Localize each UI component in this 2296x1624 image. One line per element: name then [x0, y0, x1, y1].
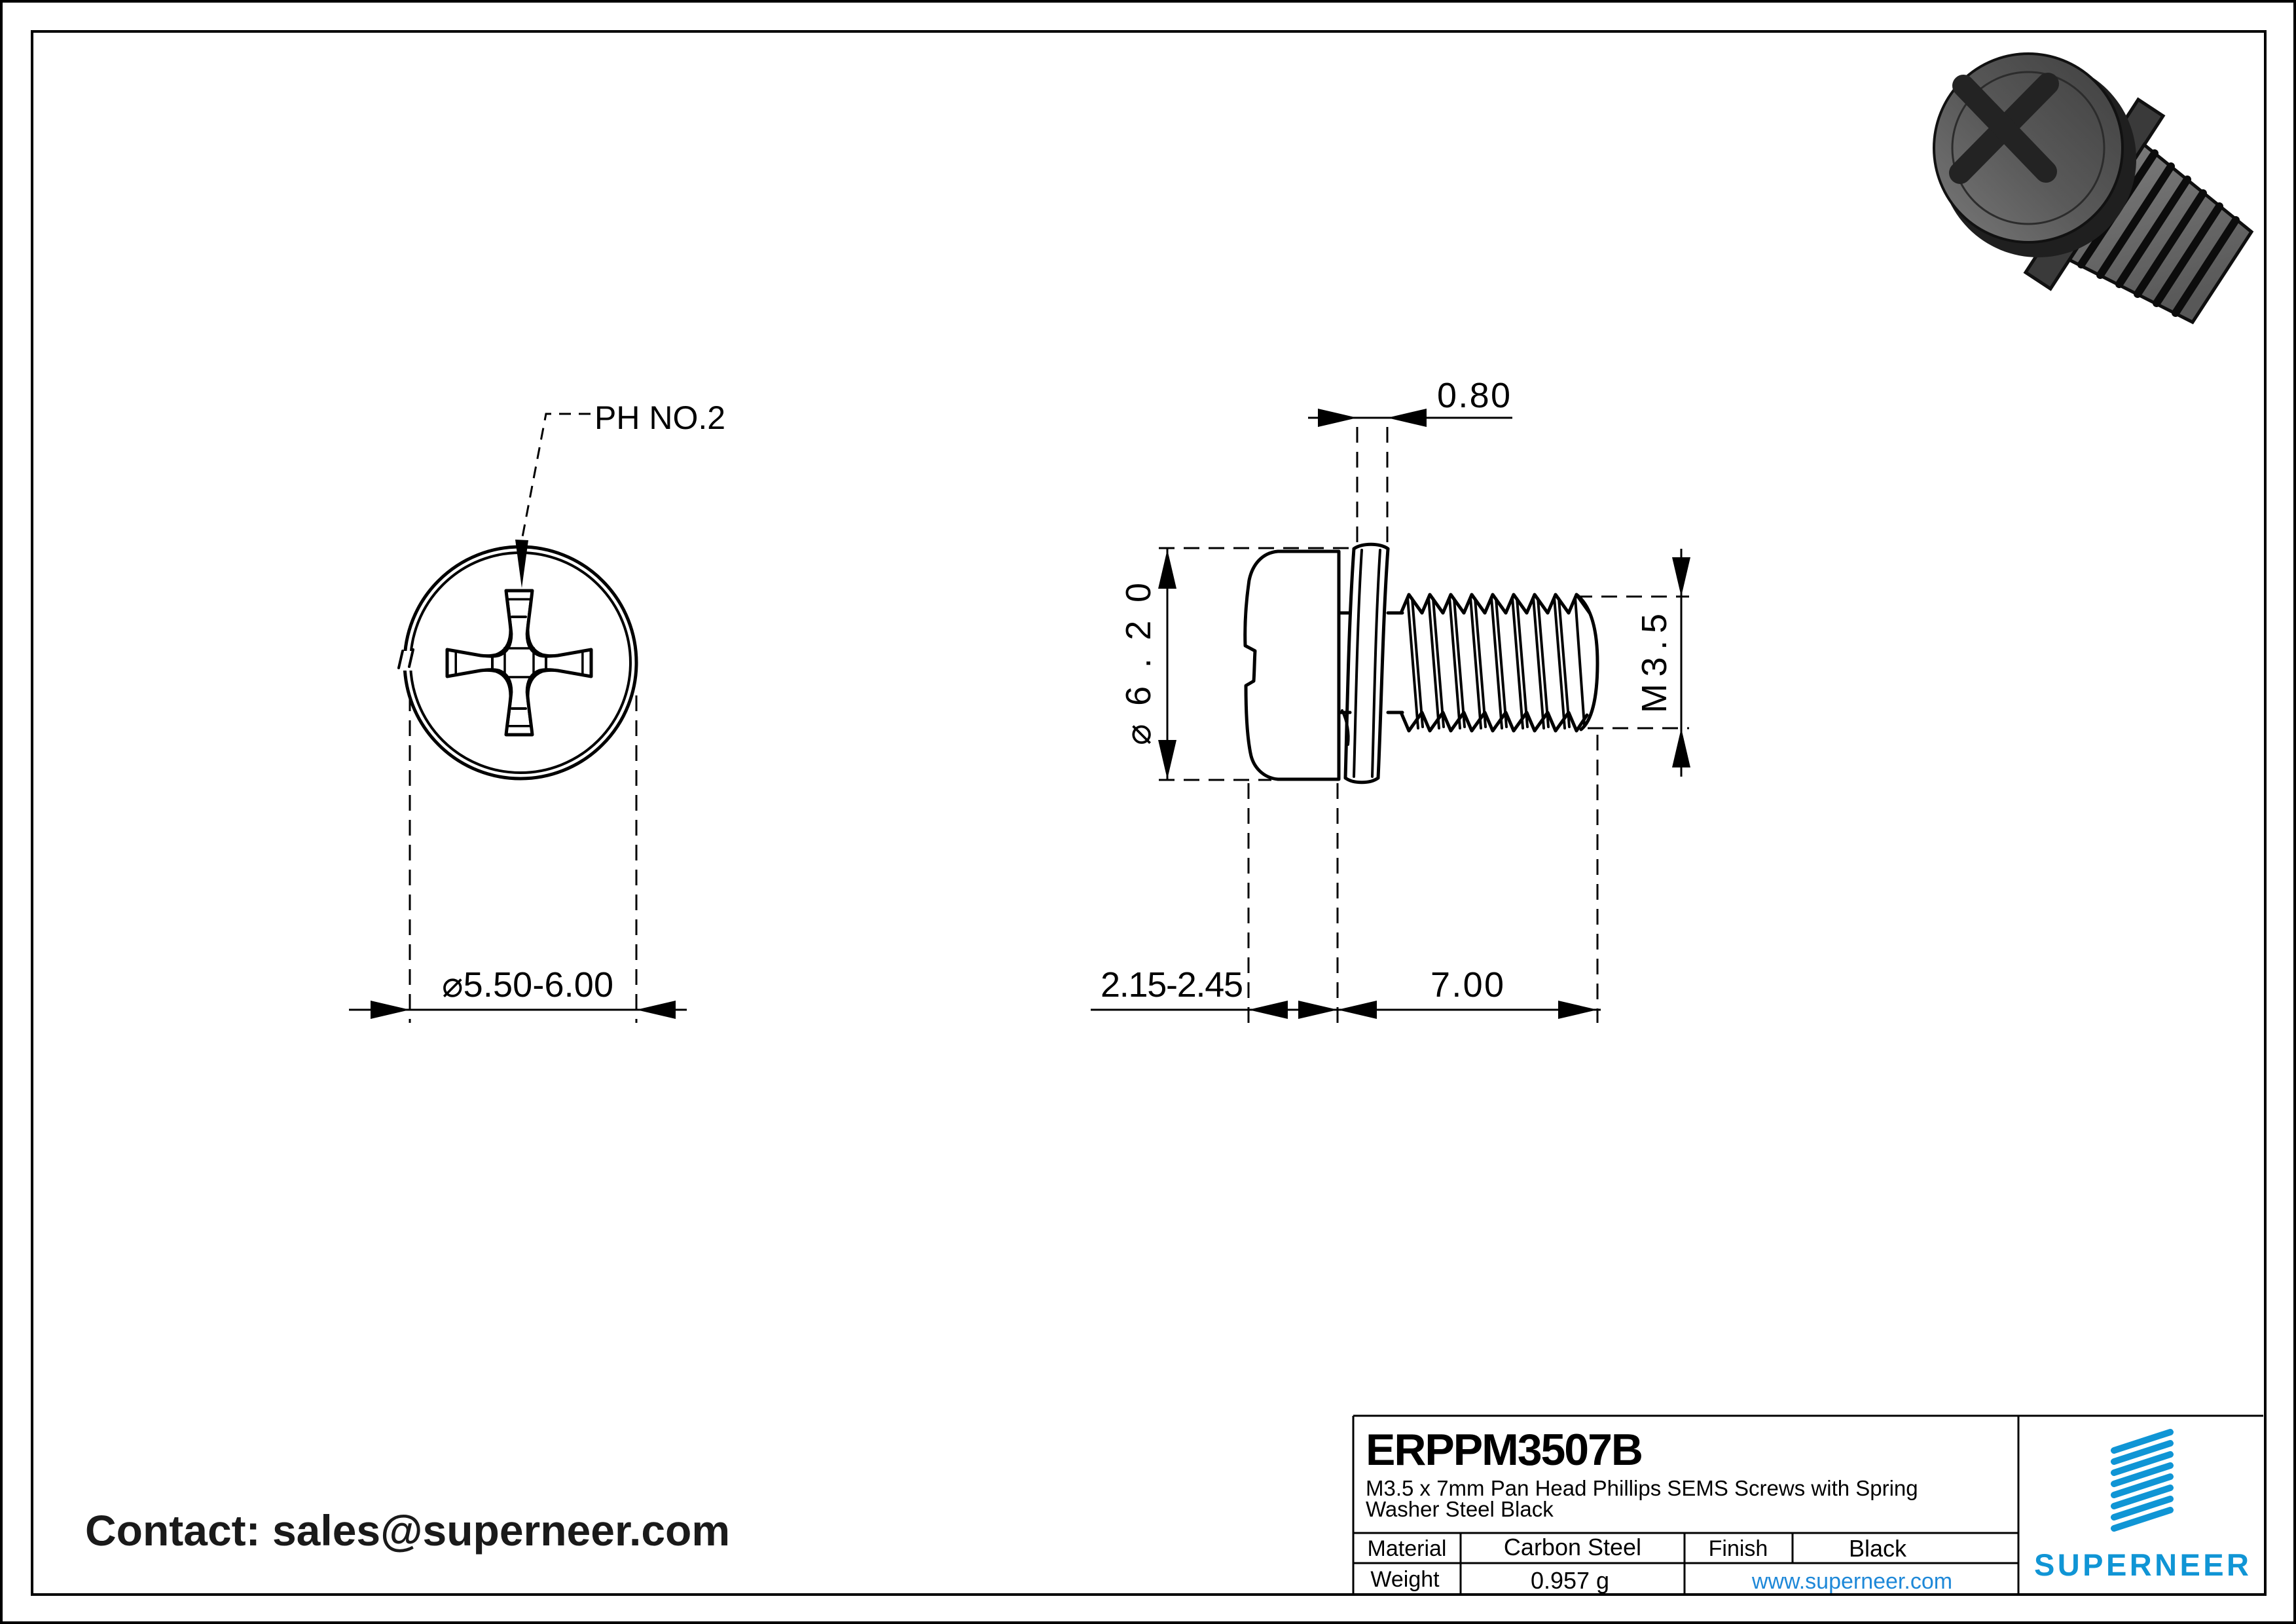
title-block-border: [1352, 1414, 2263, 1594]
title-block-rows: [1353, 1532, 2018, 1564]
top-view-diameter-dim: ⌀5.50-6.00: [349, 695, 687, 1023]
description-line1: M3.5 x 7mm Pan Head Phillips SEMS Screws…: [1366, 1476, 1918, 1500]
dim-thread-spec: M3.5: [1576, 549, 1690, 777]
dim-thread-length-text: 7.00: [1430, 965, 1504, 1005]
dim-head-height-and-length: 2.15-2.45 7.00: [1091, 735, 1601, 1023]
material-value: Carbon Steel: [1504, 1534, 1641, 1560]
weight-label: Weight: [1370, 1567, 1440, 1592]
title-block-columns: [1459, 1416, 2020, 1594]
recess-label: PH NO.2: [594, 399, 725, 436]
brand-logo: SUPERNEER: [2034, 1429, 2250, 1582]
finish-value: Black: [1849, 1535, 1907, 1562]
leader-arrow-icon: [515, 540, 528, 588]
washer-split-line: [1341, 709, 1350, 746]
recess-leader: [515, 413, 591, 588]
material-label: Material: [1368, 1536, 1447, 1561]
brand-text: SUPERNEER: [2034, 1547, 2250, 1582]
dim-head-height-text: 2.15-2.45: [1101, 965, 1243, 1005]
description-line2: Washer Steel Black: [1366, 1497, 1554, 1521]
finish-label: Finish: [1709, 1536, 1768, 1561]
dim-thread-spec-text: M3.5: [1635, 614, 1674, 713]
side-view: 0.80 ⌀6.20 M3.5 2.15-2.45 7.00: [1091, 376, 1690, 1023]
dim-washer-thickness-text: 0.80: [1437, 376, 1510, 415]
side-threads: [1399, 593, 1599, 733]
dim-washer-thickness: 0.80: [1308, 376, 1512, 544]
weight-value: 0.957 g: [1531, 1567, 1609, 1594]
washer-split-ticks: [397, 648, 414, 669]
top-view-diameter-text: ⌀5.50-6.00: [442, 965, 613, 1005]
part-number: ERPPM3507B: [1366, 1425, 1643, 1475]
screw-3d-phillips-icon: [1949, 73, 2059, 184]
brand-logo-stripes-icon: [2111, 1429, 2174, 1532]
drawing-frame: [31, 30, 2267, 1596]
recess-end-ticks: [491, 616, 547, 710]
contact-text[interactable]: Contact: sales@superneer.com: [85, 1506, 730, 1555]
screw-3d-head-face-ring: [1951, 71, 2105, 225]
side-head-profile: [1243, 549, 1341, 781]
top-view: PH NO.2 ⌀5.50-6.00: [349, 399, 725, 1023]
phillips-cross-icon: [445, 589, 593, 737]
recess-center-square: [503, 647, 535, 678]
screw-3d-render: [1933, 52, 2254, 325]
thread-flanks: [1406, 596, 1586, 729]
website-link[interactable]: www.superneer.com: [1751, 1569, 1952, 1594]
title-block: ERPPM3507B M3.5 x 7mm Pan Head Phillips …: [1352, 1414, 2263, 1594]
side-spring-washer: [1341, 542, 1390, 784]
